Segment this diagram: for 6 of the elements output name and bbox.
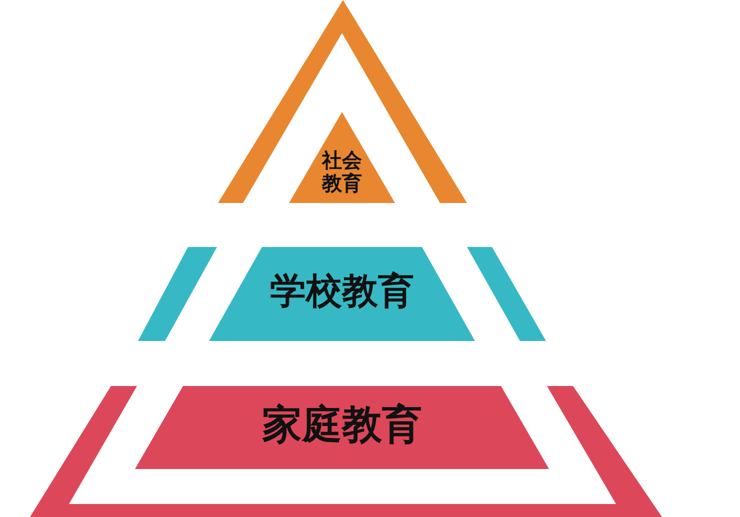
trapezoid-tier — [135, 386, 549, 469]
tier-label: 社会教育 — [320, 149, 363, 195]
tier-label: 学校教育 — [269, 271, 415, 312]
trapezoid-tier — [209, 247, 475, 341]
triangle-tier — [289, 112, 395, 203]
tier-label: 家庭教育 — [261, 402, 423, 448]
